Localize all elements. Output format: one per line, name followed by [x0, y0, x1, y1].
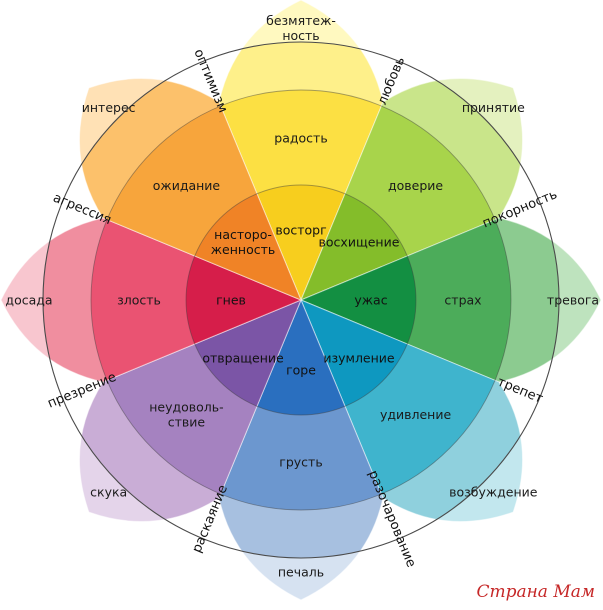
petal-surprise — [300, 299, 524, 523]
emotion-label-fear-3: ужас — [354, 292, 387, 307]
emotion-label-anger-2: злость — [117, 292, 161, 307]
petal-trust — [300, 77, 524, 301]
emotion-label-surprise-1: возбуждение — [449, 485, 538, 500]
emotion-label-sadness-2: грусть — [279, 454, 322, 469]
petal-trust-band-2 — [301, 90, 511, 300]
petal-disgust-band-3 — [186, 300, 301, 415]
petal-surprise-band-3 — [301, 300, 416, 415]
petal-surprise-band-2 — [301, 300, 511, 510]
emotion-label-sadness-1: печаль — [278, 564, 324, 579]
petal-disgust-band-2 — [91, 300, 301, 510]
emotion-label-fear-1: тревога — [547, 292, 599, 307]
petal-anticipation-band-2 — [91, 90, 301, 300]
petal-disgust — [78, 299, 302, 523]
emotion-label-anticipation-2: ожидание — [153, 178, 221, 193]
emotion-label-joy-1: безмятеж-ность — [266, 13, 336, 43]
emotion-label-anger-3: гнев — [216, 292, 246, 307]
emotion-label-joy-2: радость — [274, 130, 327, 145]
emotion-label-anger-1: досада — [5, 292, 52, 307]
ring-2 — [90, 89, 512, 511]
emotion-label-trust-2: доверие — [388, 178, 443, 193]
emotion-label-fear-2: страх — [444, 292, 481, 307]
ring-3 — [42, 41, 560, 559]
emotion-label-disgust-3: отвращение — [202, 350, 284, 365]
emotion-label-disgust-2: неудоволь-ствие — [149, 399, 223, 429]
emotion-label-disgust-1: скука — [90, 485, 127, 500]
emotion-label-sadness-3: горе — [286, 362, 316, 377]
ring-layer — [42, 41, 560, 559]
emotion-label-surprise-2: удивление — [380, 407, 452, 422]
emotion-label-joy-3: восторг — [275, 222, 326, 237]
emotion-label-surprise-3: изумление — [323, 350, 395, 365]
emotion-label-anticipation-1: интерес — [82, 100, 136, 115]
watermark-logo: Страна Мам — [476, 582, 595, 602]
ring-1 — [185, 184, 417, 416]
emotion-label-anticipation-3: насторо-женность — [211, 227, 275, 257]
emotion-label-trust-1: принятие — [462, 100, 525, 115]
petal-trust-band-3 — [301, 185, 416, 300]
emotion-label-trust-3: восхищение — [319, 234, 400, 249]
petal-anticipation-band-3 — [186, 185, 301, 300]
petal-anticipation — [78, 77, 302, 301]
